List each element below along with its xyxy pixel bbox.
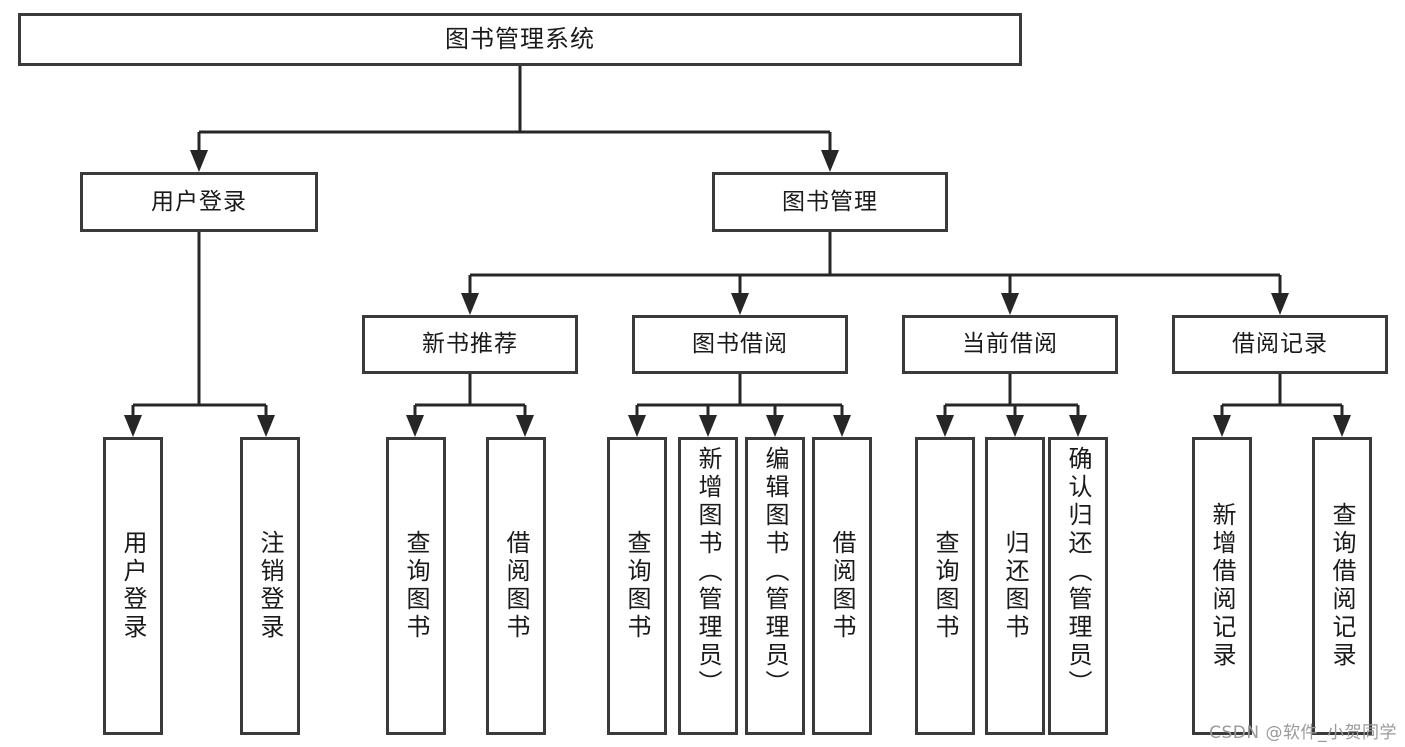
node-label: 查询图书 (402, 530, 430, 642)
node-label: 查询图书 (623, 530, 651, 642)
node-label: 注销登录 (256, 530, 284, 642)
leaf-borrow-borrow-book[interactable]: 借阅图书 (812, 437, 872, 735)
leaf-current-confirm-return-admin[interactable]: 确认归还（管理员） (1048, 437, 1108, 735)
node-label: 借阅记录 (1232, 331, 1328, 358)
arrow-dqjy-c2 (1006, 415, 1024, 437)
arrow-bm-c2 (731, 293, 749, 315)
node-root-system[interactable]: 图书管理系统 (18, 13, 1022, 66)
leaf-user-login-signout[interactable]: 注销登录 (240, 437, 300, 735)
arrow-jyjl-c2 (1333, 415, 1351, 437)
arrow-jyjl-c1 (1213, 415, 1231, 437)
leaf-record-add-record[interactable]: 新增借阅记录 (1192, 437, 1252, 735)
arrow-dqjy-c3 (1069, 415, 1087, 437)
node-label: 用户登录 (151, 188, 247, 215)
node-book-management[interactable]: 图书管理 (712, 172, 948, 232)
arrow-tsjy-c1 (628, 415, 646, 437)
arrow-dqjy-c1 (936, 415, 954, 437)
leaf-borrow-edit-book-admin[interactable]: 编辑图书（管理员） (745, 437, 805, 735)
arrow-ul-c1 (124, 415, 142, 437)
node-label: 借阅图书 (828, 530, 856, 642)
node-label: 当前借阅 (962, 331, 1058, 358)
node-borrow-record[interactable]: 借阅记录 (1172, 315, 1388, 374)
leaf-current-return-book[interactable]: 归还图书 (985, 437, 1045, 735)
node-label: 新增图书（管理员） (694, 446, 722, 698)
node-label: 图书管理系统 (445, 24, 595, 53)
node-current-borrow[interactable]: 当前借阅 (902, 315, 1118, 374)
node-label: 图书借阅 (692, 331, 788, 358)
node-label: 查询图书 (931, 530, 959, 642)
node-new-book-recommend[interactable]: 新书推荐 (362, 315, 578, 374)
arrow-bm-c4 (1271, 293, 1289, 315)
node-book-borrow[interactable]: 图书借阅 (632, 315, 848, 374)
node-label: 图书管理 (782, 188, 878, 215)
arrow-nsr-c2 (516, 415, 534, 437)
arrow-bm-c3 (1001, 293, 1019, 315)
leaf-borrow-add-book-admin[interactable]: 新增图书（管理员） (678, 437, 738, 735)
node-label: 新书推荐 (422, 331, 518, 358)
leaf-current-query-book[interactable]: 查询图书 (915, 437, 975, 735)
leaf-record-query-record[interactable]: 查询借阅记录 (1312, 437, 1372, 735)
csdn-watermark: CSDN @软件_小贺同学 (1209, 723, 1397, 743)
arrow-nsr-c1 (406, 415, 424, 437)
leaf-recommend-query-book[interactable]: 查询图书 (386, 437, 446, 735)
arrow-root-to-user-login (190, 150, 208, 172)
leaf-borrow-query-book[interactable]: 查询图书 (607, 437, 667, 735)
arrow-bm-c1 (461, 293, 479, 315)
node-label: 确认归还（管理员） (1064, 446, 1092, 698)
arrow-ul-c2 (257, 415, 275, 437)
node-user-login[interactable]: 用户登录 (80, 172, 318, 232)
node-label: 用户登录 (119, 530, 147, 642)
node-label: 新增借阅记录 (1208, 502, 1236, 670)
node-label: 借阅图书 (502, 530, 530, 642)
node-label: 归还图书 (1001, 530, 1029, 642)
arrow-tsjy-c4 (833, 415, 851, 437)
leaf-user-login-signin[interactable]: 用户登录 (103, 437, 163, 735)
node-label: 查询借阅记录 (1328, 502, 1356, 670)
node-label: 编辑图书（管理员） (761, 446, 789, 698)
leaf-recommend-borrow-book[interactable]: 借阅图书 (486, 437, 546, 735)
arrow-root-to-book-mgmt (821, 150, 839, 172)
arrow-tsjy-c3 (766, 415, 784, 437)
arrow-tsjy-c2 (699, 415, 717, 437)
